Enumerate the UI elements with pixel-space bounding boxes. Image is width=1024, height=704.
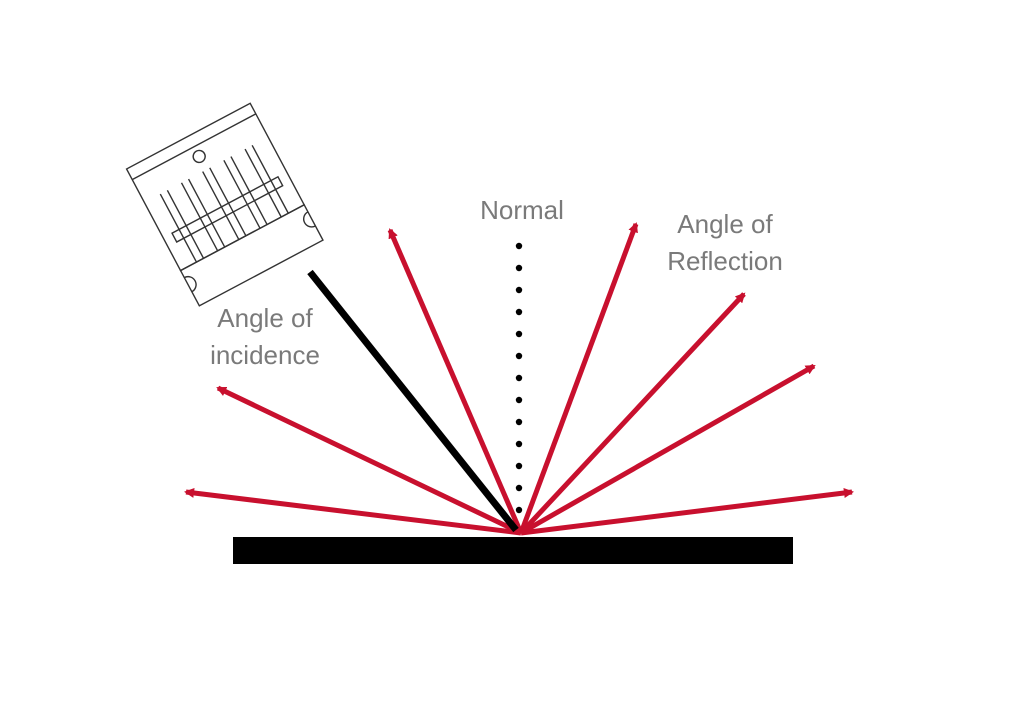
reflected-ray-3: [387, 228, 524, 534]
angle-of-reflection-label: Angle of Reflection: [667, 209, 783, 276]
normal-dot: [515, 242, 523, 250]
normal-dot: [515, 374, 523, 382]
reflected-ray-6: [519, 363, 816, 536]
reflected-rays: [184, 222, 854, 536]
light-source-device-icon: [125, 102, 324, 307]
normal-dot: [515, 352, 523, 360]
reflected-ray-5: [519, 292, 746, 535]
normal-dot: [515, 396, 523, 404]
reflected-ray-4: [518, 222, 639, 534]
normal-line: [515, 242, 523, 514]
reflected-ray-1: [184, 488, 522, 536]
normal-label: Normal: [480, 195, 564, 225]
reflected-ray-2: [216, 385, 523, 536]
normal-dot: [515, 418, 523, 426]
normal-dot: [515, 308, 523, 316]
angle-of-incidence-label: Angle of incidence: [210, 303, 320, 370]
incident-ray: [307, 269, 519, 533]
reflective-surface: [233, 537, 793, 564]
normal-dot: [515, 330, 523, 338]
normal-dot: [515, 286, 523, 294]
normal-dot: [515, 440, 523, 448]
normal-dot: [515, 506, 523, 514]
normal-dot: [515, 264, 523, 272]
normal-dot: [515, 484, 523, 492]
reflected-ray-7: [520, 488, 854, 536]
normal-dot: [515, 462, 523, 470]
